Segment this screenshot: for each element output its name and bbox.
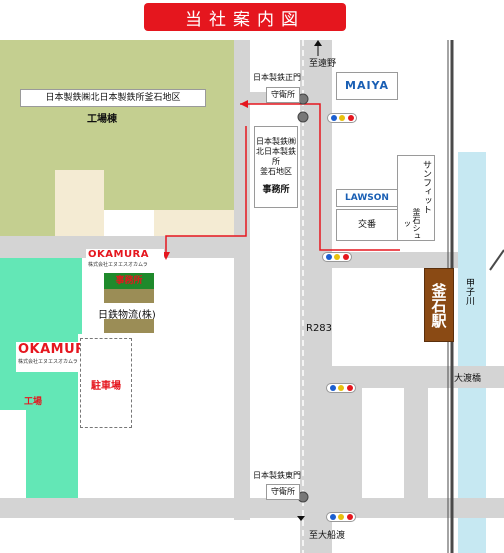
to-ofunato-label: 至大船渡 <box>309 531 346 541</box>
north-arrow <box>314 40 322 46</box>
plant-office-label: 事務所 <box>262 185 290 195</box>
road-north-south <box>300 40 332 553</box>
logistics-building <box>104 319 154 333</box>
road-plant-west <box>234 40 250 520</box>
south-arrow <box>297 516 305 521</box>
route-arrow-head-2 <box>162 252 170 260</box>
road-station-access <box>332 252 458 268</box>
okamura-company-name-2: 株式会社エヌエスオカムラ <box>18 359 78 365</box>
traffic-light-2 <box>322 252 352 262</box>
main-gate-label: 日本製鉄正門 <box>253 73 301 82</box>
road-upper-ew <box>0 236 250 258</box>
sunfit-sub-label: 釜石シュッ <box>402 208 421 240</box>
sunfit-building: サンフィット 釜石シュッ <box>397 155 435 241</box>
plant-office-box: 日本製鉄㈱ 北日本製鉄所 釜石地区 事務所 <box>254 126 298 208</box>
steel-plant-area <box>0 40 234 236</box>
logistics-label: 日鉄物流(株) <box>98 310 156 321</box>
plant-light-block <box>55 170 104 236</box>
office-annex <box>104 289 154 303</box>
bridge-label: 大渡橋 <box>454 374 482 384</box>
route-arrow-line <box>240 103 400 251</box>
road-bridge-curve <box>332 388 362 500</box>
railway-line-3 <box>489 249 504 271</box>
map-title: 当社案内図 <box>144 3 346 31</box>
route-arrow-line-2 <box>165 126 247 254</box>
parking-lot: 駐車場 <box>80 338 132 428</box>
road-east-south <box>404 388 428 518</box>
factory-label: 工場 <box>24 397 43 407</box>
road-lower-ew <box>0 498 504 518</box>
kamaishi-station: 釜石駅 <box>424 268 454 342</box>
plant-name-label: 日本製鉄㈱北日本製鉄所釜石地区 <box>20 89 206 107</box>
okamura-factory-area <box>0 258 82 498</box>
traffic-light-3 <box>326 383 356 393</box>
plant-office-line3: 釜石地区 <box>260 167 292 176</box>
gate-marker-2 <box>297 111 309 123</box>
kasshi-river <box>458 152 486 553</box>
office-building: 事務所 <box>104 273 154 289</box>
okamura-wordmark-2: OKAMURA <box>18 342 97 357</box>
river-label: 甲子川 <box>464 278 474 305</box>
main-gate-guard-post: 守衛所 <box>266 87 300 103</box>
lawson-store: LAWSON <box>336 189 398 207</box>
east-gate-label: 日本製鉄東門 <box>253 471 301 480</box>
route-283-label: R283 <box>306 323 333 334</box>
sunfit-label: サンフィット <box>421 160 431 214</box>
to-toono-label: 至遠野 <box>309 59 337 69</box>
plant-office-line1: 日本製鉄㈱ <box>256 137 296 146</box>
plant-office-line2: 北日本製鉄所 <box>256 147 296 166</box>
east-gate-guard-post: 守衛所 <box>266 484 300 500</box>
okamura-company-name: 株式会社エヌエスオカムラ <box>88 262 148 268</box>
parking-label: 駐車場 <box>91 381 121 392</box>
maiya-store: MAIYA <box>336 72 398 100</box>
route-arrow-head <box>240 100 248 108</box>
plant-light-block-2 <box>154 210 234 236</box>
traffic-light-1 <box>327 113 357 123</box>
road-bridge <box>332 366 504 388</box>
factory-building-label: 工場棟 <box>87 114 117 125</box>
police-box: 交番 <box>336 209 398 241</box>
okamura-logo-office: OKAMURA 株式会社エヌエスオカムラ <box>86 249 164 272</box>
traffic-light-4 <box>326 512 356 522</box>
okamura-wordmark: OKAMURA <box>88 249 149 260</box>
